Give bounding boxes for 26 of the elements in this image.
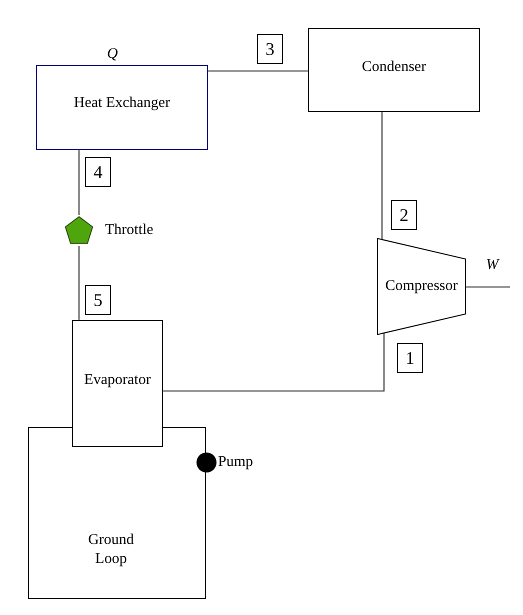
state-number-tag: 1 [397, 343, 423, 373]
component-label: Evaporator [83, 371, 152, 390]
state-number-tag: 5 [85, 285, 111, 315]
process-box [72, 320, 163, 447]
connector-line [163, 333, 385, 392]
component-label: Throttle [105, 221, 154, 240]
filled-circle-icon [196, 452, 217, 473]
connector-line [78, 150, 80, 215]
edge-label: W [486, 256, 498, 275]
connector-line [208, 70, 308, 72]
state-number-tag: 2 [391, 200, 417, 230]
component-label: Condenser [360, 58, 428, 77]
connector-line [466, 286, 510, 288]
component-label: Pump [218, 453, 254, 472]
component-label: Ground Loop [87, 531, 135, 569]
process-box [36, 65, 208, 150]
process-box [308, 28, 480, 112]
pentagon-icon [64, 215, 94, 246]
state-number-tag: 3 [257, 34, 283, 64]
component-label: Heat Exchanger [72, 94, 172, 113]
state-number-tag: 4 [85, 157, 111, 187]
component-label: Compressor [384, 277, 459, 296]
connector-line [78, 246, 80, 320]
symbol-label: Q [107, 45, 118, 64]
connector-line [381, 112, 383, 240]
process-box [28, 427, 206, 599]
